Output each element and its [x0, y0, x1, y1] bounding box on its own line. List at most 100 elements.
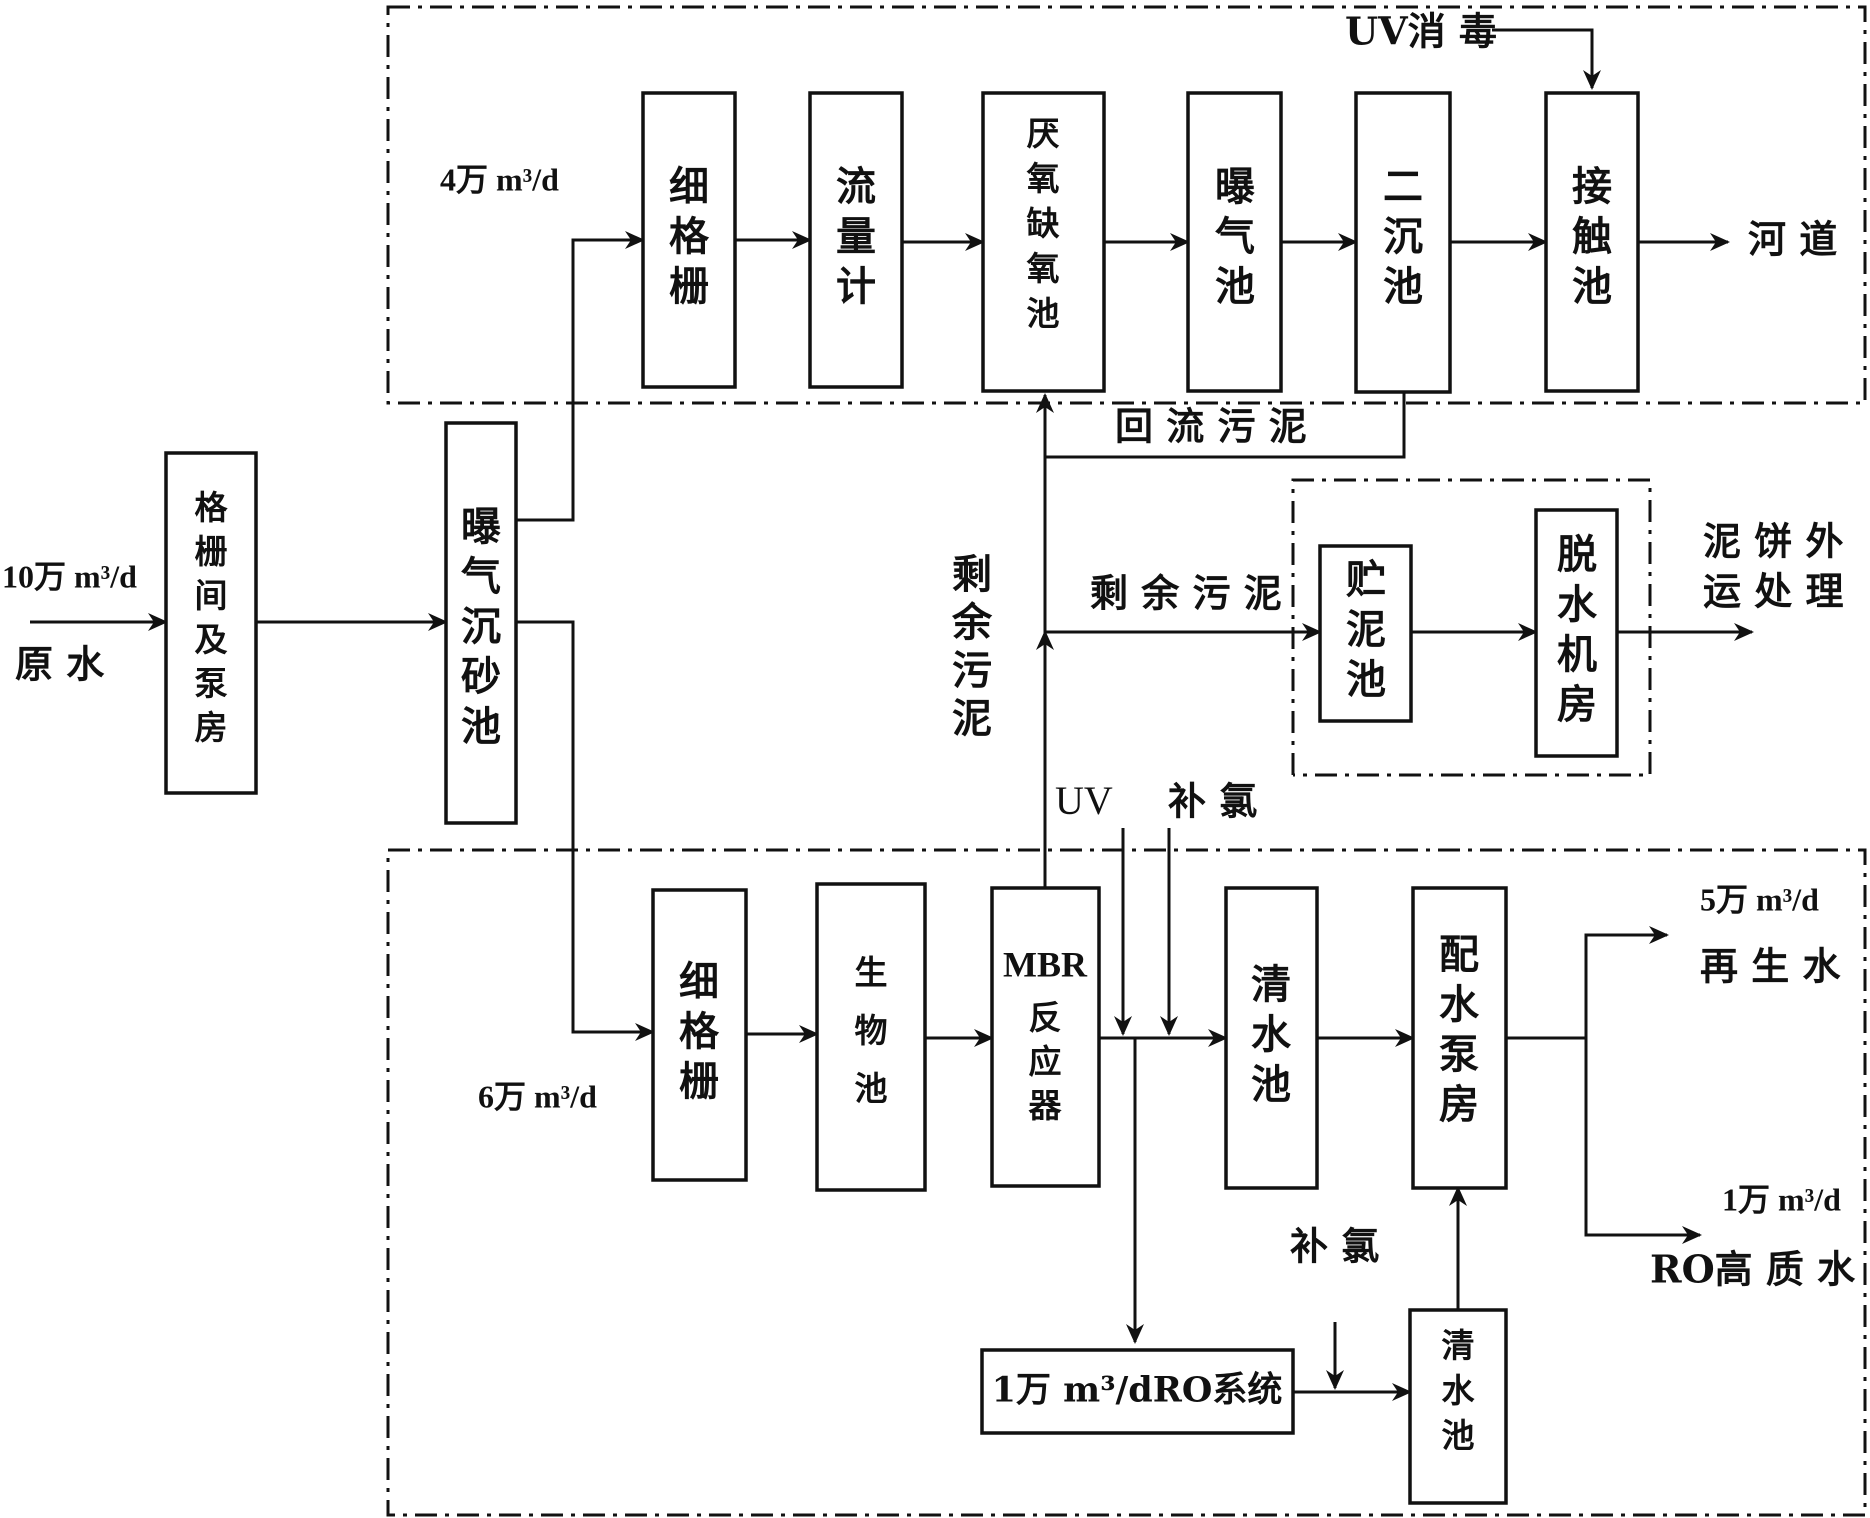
vertical-char: 间 — [195, 576, 228, 615]
excess-sludge-vertical-label: 剩余污泥 — [951, 551, 993, 742]
upper-treatment-region — [386, 5, 1867, 405]
vertical-char: 池 — [855, 1069, 888, 1108]
vertical-char: 气 — [461, 553, 501, 600]
ro-water-flow-label: 1万 m³/d — [1722, 1181, 1841, 1217]
vertical-char: 砂 — [461, 653, 501, 700]
uv-injection-label: UV — [1055, 778, 1113, 823]
secondary-clarifier-box — [1354, 91, 1452, 394]
sludge-cake-label-line2: 运 处 理 — [1703, 569, 1843, 614]
vertical-char: 泥 — [952, 695, 992, 742]
vertical-char: 水 — [1557, 581, 1598, 628]
dewatering-room-text: 脱水机房 — [1557, 531, 1598, 728]
distribution-pump-house-text: 配水泵房 — [1439, 931, 1480, 1128]
anaerobic-anoxic-tank-box — [981, 91, 1106, 393]
vertical-char: 流 — [836, 163, 876, 210]
flow-meter-text: 流量计 — [836, 163, 876, 310]
vertical-char: 池 — [1383, 263, 1423, 310]
recycled-water-flow-label: 5万 m³/d — [1700, 881, 1819, 917]
clear-water-tank-1-label: 清水池 — [1251, 961, 1292, 1108]
vertical-char: 氧 — [1027, 159, 1060, 198]
chlorine-injection-bottom-label: 补 氯 — [1290, 1224, 1379, 1269]
vertical-char: 及 — [195, 620, 228, 659]
lower-flow-rate-label: 6万 m³/d — [478, 1078, 597, 1114]
aeration-tank-label: 曝气池 — [1215, 163, 1255, 310]
anaerobic-anoxic-tank-text: 厌氧缺氧池 — [1027, 114, 1060, 333]
clear-water-tank-1-text: 清水池 — [1251, 961, 1292, 1108]
grille-pump-text: 格栅间及泵房 — [195, 488, 229, 747]
grille-pump-label: 格栅间及泵房 — [195, 488, 229, 747]
vertical-char: 池 — [1442, 1416, 1475, 1455]
vertical-char: 厌 — [1027, 114, 1060, 153]
vertical-char: 栅 — [679, 1058, 719, 1105]
vertical-char: 房 — [1557, 681, 1597, 728]
vertical-char: 池 — [461, 703, 501, 750]
aerated-grit-chamber-text: 曝气沉砂池 — [461, 503, 501, 750]
top-fine-screen-label: 细格栅 — [669, 163, 710, 310]
distribution-pump-house-label: 配水泵房 — [1439, 931, 1480, 1128]
vertical-char: 沉 — [1383, 213, 1423, 260]
contact-tank-label: 接触池 — [1572, 163, 1612, 310]
vertical-char: 量 — [836, 213, 876, 260]
clear-water-tank-2-box — [1408, 1308, 1508, 1505]
excess-sludge-vertical-text: 剩余污泥 — [951, 551, 993, 742]
dewatering-room-box — [1534, 508, 1619, 758]
vertical-char: 脱 — [1557, 531, 1597, 578]
sludge-storage-box — [1318, 544, 1413, 723]
vertical-char: 池 — [1346, 656, 1386, 703]
clear-water-tank-1-box — [1224, 886, 1319, 1190]
vertical-char: 沉 — [461, 603, 501, 650]
vertical-char: 反 — [1029, 998, 1062, 1037]
inflow-rate-label: 10万 m³/d — [2, 558, 137, 594]
vertical-char: 余 — [951, 599, 993, 646]
sludge-storage-text: 贮泥池 — [1346, 556, 1386, 703]
excess-sludge-horizontal-label: 剩 余 污 泥 — [1090, 571, 1282, 616]
mbr-reactor-box — [990, 886, 1101, 1188]
raw-water-label: 原 水 — [15, 642, 105, 687]
vertical-char: 贮 — [1346, 556, 1386, 603]
vertical-char: 水 — [1251, 1011, 1292, 1058]
vertical-char: 房 — [195, 708, 228, 747]
bio-tank-text: 生物池 — [855, 953, 888, 1108]
mbr-label-line2: 反应器 — [1029, 998, 1063, 1125]
sludge-cake-label-line1: 泥 饼 外 — [1703, 519, 1843, 564]
vertical-char: 水 — [1442, 1371, 1476, 1410]
lower-treatment-region — [386, 848, 1867, 1517]
vertical-char: 氧 — [1027, 249, 1060, 288]
chlorine-injection-top-label: 补 氯 — [1168, 779, 1257, 824]
vertical-char: 格 — [679, 1008, 720, 1055]
recycled-water-label: 再 生 水 — [1700, 944, 1841, 989]
flow-meter-label: 流量计 — [836, 163, 876, 310]
bottom-fine-screen-label: 细格栅 — [679, 958, 720, 1105]
vertical-char: 泵 — [195, 664, 228, 703]
vertical-char: 清 — [1251, 961, 1291, 1008]
grille-pump-box — [164, 451, 258, 795]
secondary-clarifier-label: 二沉池 — [1383, 163, 1423, 310]
vertical-char: 曝 — [461, 503, 501, 550]
vertical-char: 气 — [1215, 213, 1255, 260]
clear-water-tank-2-label: 清水池 — [1442, 1326, 1476, 1455]
flow-lines — [30, 28, 1754, 1401]
vertical-char: 格 — [669, 213, 710, 260]
vertical-char: 房 — [1439, 1081, 1479, 1128]
sludge-storage-label: 贮泥池 — [1346, 556, 1386, 703]
vertical-char: 池 — [1251, 1061, 1291, 1108]
vertical-char: 池 — [1027, 294, 1060, 333]
vertical-char: 缺 — [1027, 204, 1060, 243]
aerated-grit-chamber-label: 曝气沉砂池 — [461, 503, 501, 750]
bio-tank-box — [815, 882, 927, 1192]
aerated-grit-chamber-box — [444, 421, 518, 825]
contact-tank-text: 接触池 — [1572, 163, 1612, 310]
clear-water-tank-2-text: 清水池 — [1442, 1326, 1476, 1455]
mbr-reactor-text: 反应器 — [1029, 998, 1063, 1125]
uv-disinfection-label: UV消 毒 — [1345, 9, 1497, 54]
vertical-char: 池 — [1215, 263, 1255, 310]
dewatering-room-label: 脱水机房 — [1557, 531, 1598, 728]
ro-system-label: 1万 m³/dRO系统 — [992, 1370, 1283, 1411]
vertical-char: 配 — [1439, 931, 1479, 978]
vertical-char: 污 — [952, 647, 992, 694]
ro-water-label: RO高 质 水 — [1650, 1247, 1856, 1292]
vertical-char: 机 — [1557, 631, 1597, 678]
top-fine-screen-box — [641, 91, 737, 389]
vertical-char: 触 — [1572, 213, 1612, 260]
